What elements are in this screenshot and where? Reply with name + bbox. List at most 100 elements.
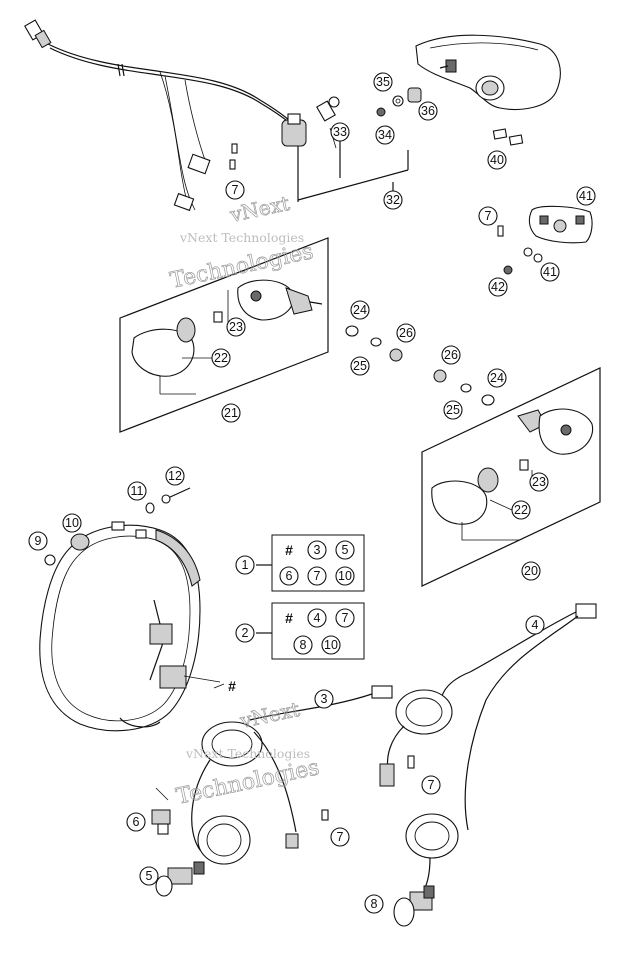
- svg-text:36: 36: [421, 104, 435, 118]
- callout-35: 36: [418, 101, 438, 121]
- lower-wiring-harness-3: [151, 685, 393, 897]
- kit-1-r1-c0: 6: [286, 569, 293, 583]
- svg-text:7: 7: [232, 183, 239, 197]
- kit-2-ref: 2: [242, 626, 249, 640]
- kit-1-r1-c2: 10: [338, 569, 352, 583]
- kit-2-r1-c1: 10: [324, 638, 338, 652]
- svg-text:35: 35: [376, 75, 390, 89]
- rear-light-housing: [415, 34, 561, 110]
- callout-42: 42: [488, 277, 508, 297]
- watermark-bottom-line-1: vNext: [237, 697, 302, 733]
- callout-7-b: 7: [478, 206, 498, 226]
- svg-text:21: 21: [224, 406, 238, 420]
- callout-33: 34: [375, 125, 395, 145]
- callout-26-a: 26: [396, 323, 416, 343]
- hash-marker: #: [228, 678, 236, 694]
- svg-text:11: 11: [131, 484, 144, 498]
- svg-text:8: 8: [371, 897, 378, 911]
- callout-6: 6: [126, 812, 146, 832]
- callout-24-a: 24: [350, 300, 370, 320]
- callout-30: 32: [383, 190, 403, 210]
- callout-4: 4: [525, 615, 545, 635]
- svg-text:40: 40: [490, 153, 504, 167]
- callout-22-a: 22: [211, 348, 231, 368]
- svg-text:5: 5: [146, 869, 153, 883]
- svg-text:22: 22: [514, 503, 528, 517]
- svg-text:6: 6: [133, 815, 140, 829]
- svg-text:41: 41: [579, 189, 593, 203]
- svg-text:24: 24: [490, 371, 504, 385]
- callout-20: 20: [521, 561, 541, 581]
- watermark-top-line-2: vNext Technologies: [179, 230, 304, 245]
- kit-1-r1-c1: 7: [314, 569, 321, 583]
- svg-text:10: 10: [65, 516, 79, 530]
- callout-10: 10: [62, 513, 82, 533]
- callout-5: 5: [139, 866, 159, 886]
- callout-9: 9: [28, 531, 48, 551]
- callout-24-b: 24: [487, 368, 507, 388]
- callout-40: 41: [576, 186, 596, 206]
- kit-2-r0-c2: 7: [342, 611, 349, 625]
- callout-23-b: 23: [529, 472, 549, 492]
- svg-text:25: 25: [446, 403, 460, 417]
- svg-text:32: 32: [386, 193, 400, 207]
- callout-21: 21: [221, 403, 241, 423]
- svg-text:41: 41: [543, 265, 557, 279]
- svg-text:3: 3: [321, 692, 328, 706]
- callout-7-a: 7: [225, 180, 245, 200]
- kit-2-r0-c0: #: [285, 610, 293, 626]
- svg-text:7: 7: [337, 830, 344, 844]
- callout-23-a: 23: [226, 317, 246, 337]
- callout-7-d: 7: [330, 827, 350, 847]
- watermark-bottom-line-3: Technologies: [174, 755, 322, 810]
- tail-light-40: [497, 205, 593, 275]
- parts-33-35: [376, 87, 422, 117]
- callout-11: 11: [127, 481, 147, 501]
- callout-36: 40: [487, 150, 507, 170]
- callout-12: 12: [165, 466, 185, 486]
- callout-7-c: 7: [421, 775, 441, 795]
- callout-34: 35: [373, 72, 393, 92]
- svg-text:4: 4: [532, 618, 539, 632]
- kit-2-contents: 2 # 4 7 8 10: [235, 608, 355, 655]
- leader-30: [297, 138, 409, 201]
- kit-1-r0-c0: #: [285, 542, 293, 558]
- svg-text:33: 33: [333, 125, 347, 139]
- svg-text:26: 26: [399, 326, 413, 340]
- kit-1-ref: 1: [242, 558, 249, 572]
- svg-text:34: 34: [378, 128, 392, 142]
- watermark-bottom: vNext vNext Technologies Technologies: [174, 697, 322, 811]
- svg-text:24: 24: [353, 303, 367, 317]
- callout-26-b: 26: [441, 345, 461, 365]
- svg-text:23: 23: [229, 320, 243, 334]
- svg-text:25: 25: [353, 359, 367, 373]
- svg-text:20: 20: [524, 564, 538, 578]
- callout-25-a: 25: [350, 356, 370, 376]
- watermark-bottom-line-2: vNext Technologies: [185, 746, 310, 761]
- svg-text:42: 42: [491, 280, 505, 294]
- part-36-clips: [492, 128, 524, 146]
- headlamp-main: [39, 521, 221, 732]
- svg-text:12: 12: [168, 469, 182, 483]
- svg-text:23: 23: [532, 475, 546, 489]
- lower-wiring-harness-4: [379, 603, 597, 927]
- svg-text:22: 22: [214, 351, 228, 365]
- callout-41: 41: [540, 262, 560, 282]
- callout-25-b: 25: [443, 400, 463, 420]
- kit-1-r0-c2: 5: [342, 543, 349, 557]
- washers-24-26-left: [345, 325, 403, 362]
- callout-3: 3: [314, 689, 334, 709]
- washers-24-26-right: [433, 369, 495, 406]
- svg-text:9: 9: [35, 534, 42, 548]
- kit-1-r0-c1: 3: [314, 543, 321, 557]
- headlamp-hardware: [44, 487, 191, 566]
- callout-22-b: 22: [511, 500, 531, 520]
- callout-32: 33: [330, 122, 350, 142]
- right-turn-signal-20: [421, 367, 601, 587]
- top-wiring-harness: [24, 19, 307, 212]
- callout-8: 8: [364, 894, 384, 914]
- svg-text:7: 7: [428, 778, 435, 792]
- svg-text:7: 7: [485, 209, 492, 223]
